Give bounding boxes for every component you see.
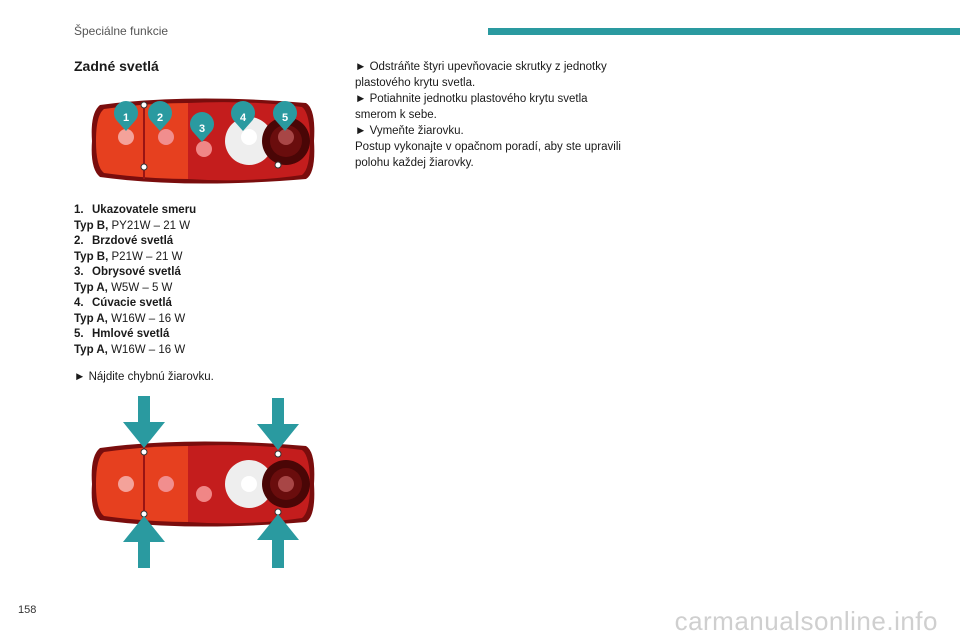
step-pull-cover: ► Potiahnite jednotku plastového krytu s… xyxy=(355,93,588,121)
arrow-down-icon xyxy=(123,396,165,448)
step-reassemble: Postup vykonajte v opačnom poradí, aby s… xyxy=(355,141,621,169)
list-item: 5.Hmlové svetlá Typ A, W16W – 16 W xyxy=(74,328,186,356)
callout-3: 3 xyxy=(190,112,214,142)
svg-text:4: 4 xyxy=(240,112,247,124)
tail-light-diagram: 1 2 3 4 5 xyxy=(91,98,315,184)
callout-5: 5 xyxy=(273,101,297,131)
callout-4: 4 xyxy=(231,101,256,131)
arrow-up-icon xyxy=(123,516,165,568)
list-item: 2.Brzdové svetlá Typ B, P21W – 21 W xyxy=(74,235,183,263)
svg-text:3: 3 xyxy=(199,123,205,135)
arrow-up-icon xyxy=(257,514,299,568)
list-item: 4.Cúvacie svetlá Typ A, W16W – 16 W xyxy=(74,297,186,325)
step-find-bulb: ► Nájdite chybnú žiarovku. xyxy=(74,371,214,383)
svg-text:1: 1 xyxy=(123,112,129,124)
arrow-down-icon xyxy=(257,398,299,450)
list-item: 3.Obrysové svetlá Typ A, W5W – 5 W xyxy=(74,266,181,294)
callout-2: 2 xyxy=(148,101,172,131)
svg-text:5: 5 xyxy=(282,112,288,124)
watermark: carmanualsonline.info xyxy=(674,606,938,636)
list-item: 1.Ukazovatele smeru Typ B, PY21W – 21 W xyxy=(74,204,197,232)
bulb-list: 1.Ukazovatele smeru Typ B, PY21W – 21 W … xyxy=(74,203,334,358)
bulb-side xyxy=(196,141,212,157)
running-header: Špeciálne funkcie xyxy=(74,24,169,38)
section-title: Zadné svetlá xyxy=(74,58,159,74)
svg-text:2: 2 xyxy=(157,112,163,124)
bulb-reverse xyxy=(241,129,257,145)
header-accent-bar xyxy=(488,28,960,35)
step-replace-bulb: ► Vymeňte žiarovku. xyxy=(355,125,464,137)
bulb-fog xyxy=(278,129,294,145)
bulb-turn-indicator xyxy=(118,129,134,145)
instructions: ► Odstráňte štyri upevňovacie skrutky z … xyxy=(355,59,625,171)
callout-1: 1 xyxy=(114,101,138,131)
bulb-brake xyxy=(158,129,174,145)
step-remove-screws: ► Odstráňte štyri upevňovacie skrutky z … xyxy=(355,61,607,89)
tail-light-screws-diagram xyxy=(91,396,315,568)
page-number: 158 xyxy=(18,604,37,616)
